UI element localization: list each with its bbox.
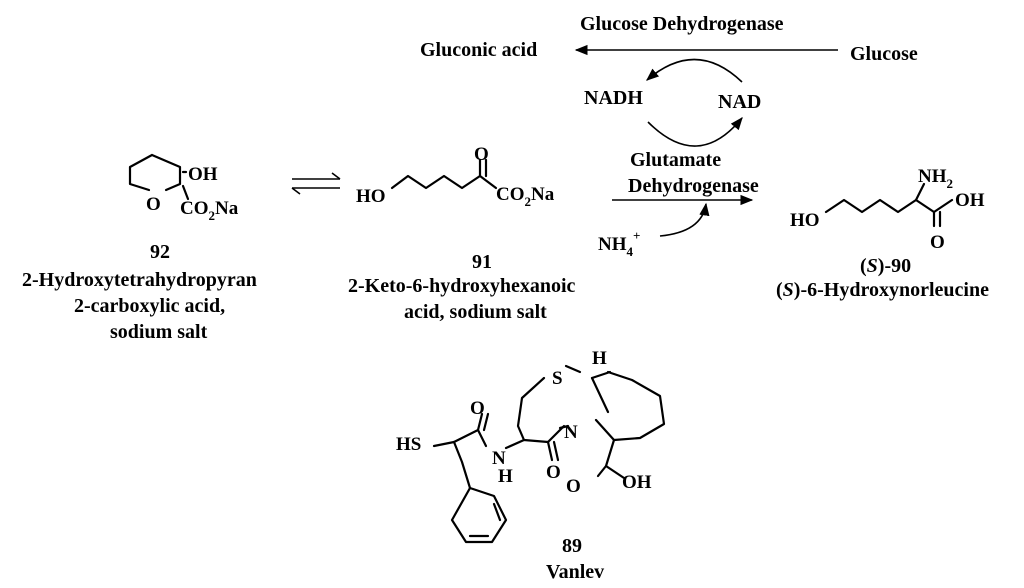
compound-92-structure bbox=[128, 153, 190, 201]
compound-89-ring-n: N bbox=[564, 422, 578, 443]
ammonium-input-arc bbox=[659, 202, 710, 237]
compound-89-structure bbox=[432, 364, 666, 544]
compound-92-number: 92 bbox=[150, 241, 170, 263]
compound-91-co: CO2Na bbox=[496, 184, 555, 209]
dehydrogenase-label: Dehydrogenase bbox=[628, 175, 759, 197]
gluconic-acid-label: Gluconic acid bbox=[420, 39, 537, 61]
compound-91-ho: HO bbox=[356, 186, 386, 207]
compound-91-name-line1: 2-Keto-6-hydroxyhexanoic bbox=[348, 275, 576, 297]
compound-90-oh: OH bbox=[955, 190, 985, 211]
compound-91-keto-o: O bbox=[474, 144, 489, 165]
compound-92-name-line2: 2-carboxylic acid, bbox=[74, 295, 225, 317]
compound-91-name-line2: acid, sodium salt bbox=[404, 301, 547, 323]
compound-92-oh: OH bbox=[188, 164, 218, 185]
glutamate-label: Glutamate bbox=[630, 149, 721, 171]
compound-92-name-line1: 2-Hydroxytetrahydropyran bbox=[22, 269, 257, 291]
compound-90-o: O bbox=[930, 232, 945, 253]
nad-label: NAD bbox=[718, 91, 761, 113]
glucose-label: Glucose bbox=[850, 43, 918, 65]
glucose-dehydrogenase-label: Glucose Dehydrogenase bbox=[580, 13, 784, 35]
compound-89-amide-o: O bbox=[470, 398, 485, 419]
ammonium-label: NH4+ bbox=[598, 228, 640, 259]
compound-89-ring-s: S bbox=[552, 368, 563, 389]
compound-90-nh2: NH2 bbox=[918, 166, 953, 191]
compound-89-amide-h: H bbox=[498, 466, 513, 487]
compound-90-structure bbox=[824, 182, 954, 228]
compound-91-number: 91 bbox=[472, 251, 492, 273]
nadh-to-nad-arc-bottom bbox=[647, 117, 743, 147]
compound-89-number: 89 bbox=[562, 535, 582, 557]
compound-89-amide-n: N bbox=[492, 448, 506, 469]
nadh-label: NADH bbox=[584, 87, 643, 109]
compound-92-name-line3: sodium salt bbox=[110, 321, 208, 343]
compound-90-name: (S)-6-Hydroxynorleucine bbox=[776, 279, 989, 301]
compound-89-name: Vanlev bbox=[546, 561, 604, 583]
compound-89-hs: HS bbox=[396, 434, 421, 455]
compound-89-h-top: H bbox=[592, 348, 607, 369]
compound-90-ho: HO bbox=[790, 210, 820, 231]
compound-89-acid-oh: OH bbox=[622, 472, 652, 493]
compound-92-ring-o: O bbox=[146, 194, 161, 215]
equilibrium-arrows bbox=[291, 172, 341, 195]
compound-90-number: (S)-90 bbox=[860, 255, 911, 277]
compound-92-co: CO2Na bbox=[180, 198, 239, 223]
compound-89-lactam-o: O bbox=[546, 462, 561, 483]
compound-91-structure bbox=[390, 158, 498, 190]
nad-to-nadh-arc-top bbox=[646, 58, 743, 83]
compound-89-acid-o: O bbox=[566, 476, 581, 497]
